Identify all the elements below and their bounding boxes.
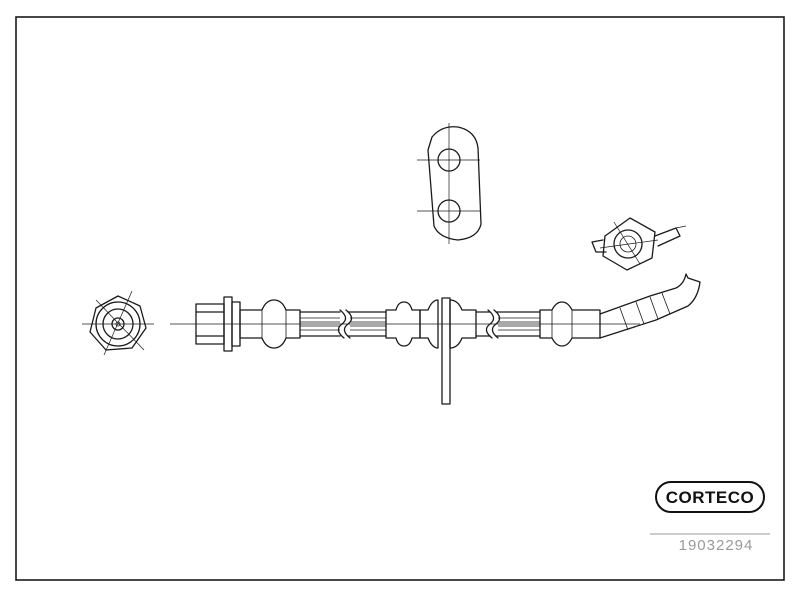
part-number-text: 19032294 xyxy=(679,537,754,554)
brake-hose-assembly xyxy=(170,273,701,405)
drawing-frame xyxy=(15,16,785,581)
logo-outline xyxy=(655,481,765,513)
banjo-fitting-end-view xyxy=(591,217,687,271)
part-number-label: 19032294 xyxy=(650,533,770,554)
hex-nut-end-view xyxy=(82,290,154,356)
corteco-logo: CORTECO xyxy=(655,481,765,513)
mounting-bracket xyxy=(417,123,482,244)
logo-text: CORTECO xyxy=(666,488,755,507)
